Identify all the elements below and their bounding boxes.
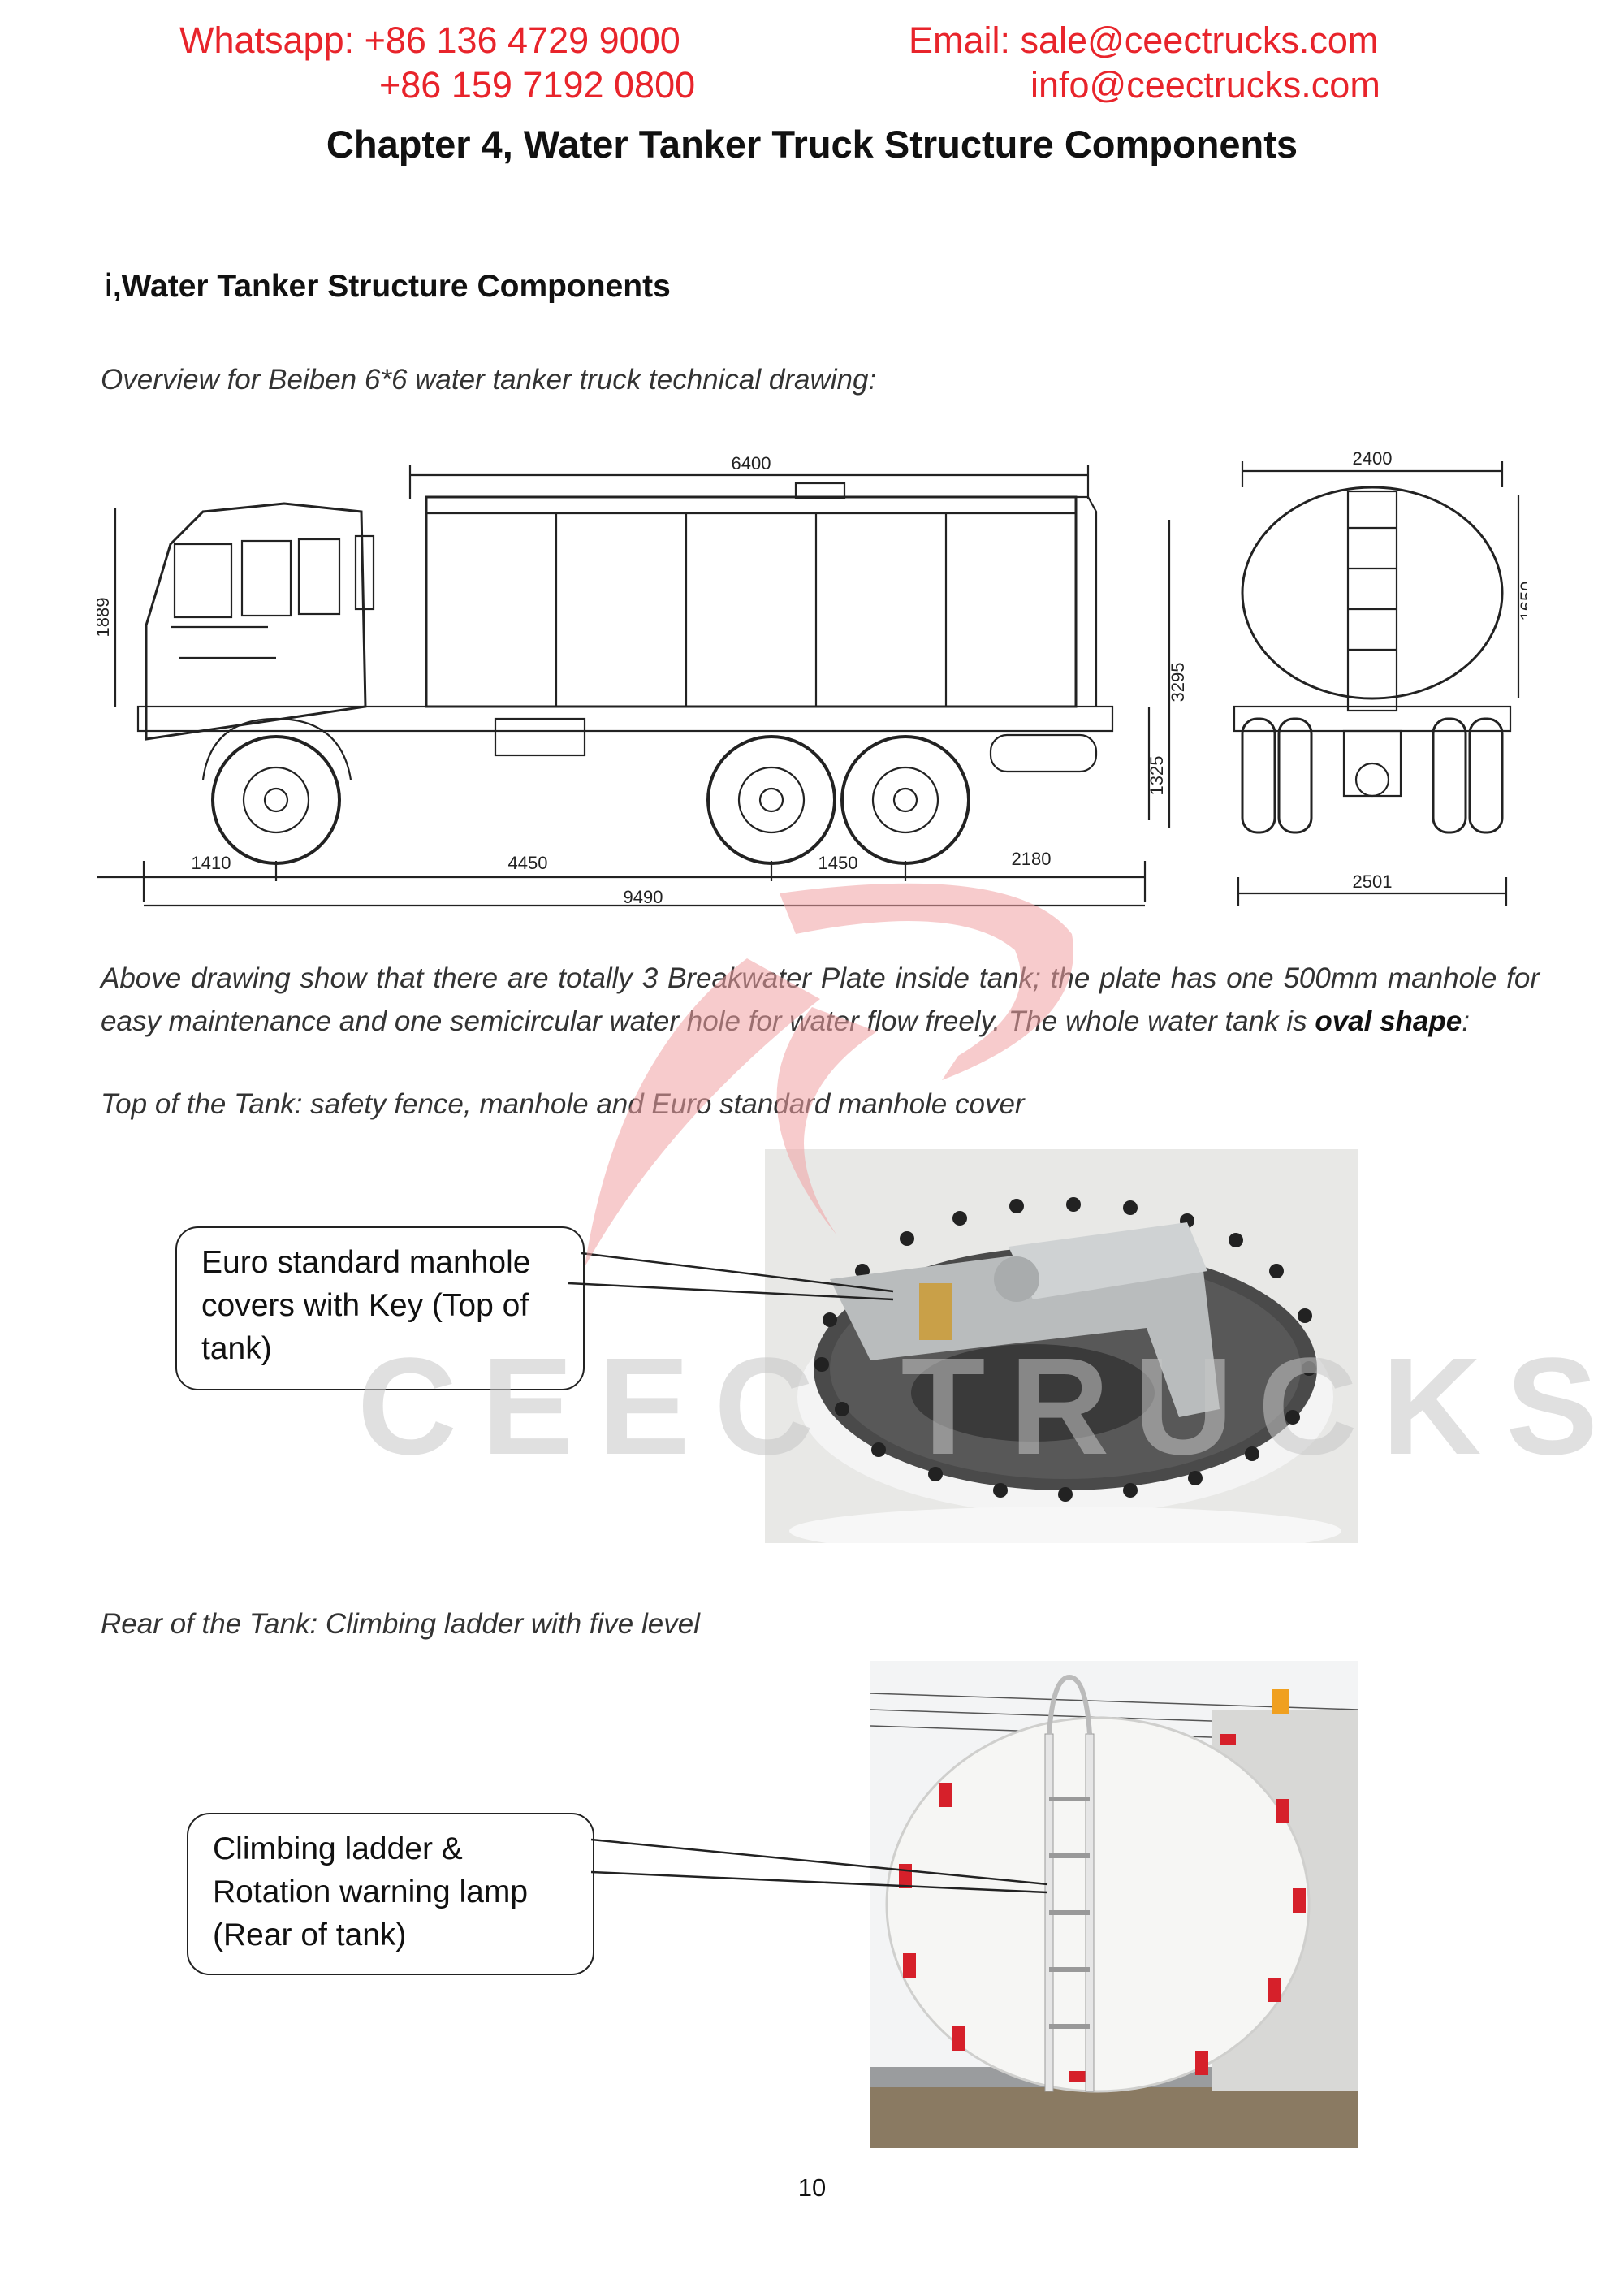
rear-view: 2400 1650 2501	[1233, 448, 1527, 906]
description-bold: oval shape	[1315, 1005, 1462, 1037]
dim-cab-height: 1889	[97, 598, 113, 638]
dim-axle-spacing: 1450	[818, 853, 858, 873]
whatsapp-line-2: +86 159 7192 0800	[379, 64, 696, 106]
ladder-photo	[870, 1661, 1358, 2148]
dim-total-height: 3295	[1168, 663, 1188, 703]
description-tail: :	[1462, 1005, 1470, 1037]
dim-tank-height: 1650	[1517, 582, 1527, 621]
dim-rear-overhang: 2180	[1012, 849, 1052, 869]
technical-drawing: 6400 1889 3295 1325	[97, 448, 1527, 907]
manhole-callout: Euro standard manhole covers with Key (T…	[175, 1226, 585, 1390]
manhole-photo	[765, 1149, 1358, 1543]
email-line-2[interactable]: info@ceectrucks.com	[1030, 64, 1380, 106]
email-line-1[interactable]: Email: sale@ceectrucks.com	[909, 19, 1379, 61]
dim-tank-length: 6400	[732, 453, 771, 473]
dim-tank-width: 2400	[1353, 448, 1393, 469]
dim-track-width: 2501	[1353, 871, 1393, 892]
dim-front-overhang: 1410	[192, 853, 231, 873]
dim-overall-length: 9490	[624, 887, 663, 907]
overview-caption: Overview for Beiben 6*6 water tanker tru…	[101, 364, 877, 396]
section-numeral: ⅰ	[104, 269, 113, 304]
whatsapp-line-1: Whatsapp: +86 136 4729 9000	[179, 19, 680, 61]
section-heading: ⅰ,Water Tanker Structure Components	[104, 268, 671, 305]
ladder-callout: Climbing ladder & Rotation warning lamp …	[187, 1813, 594, 1975]
page-title: Chapter 4, Water Tanker Truck Structure …	[326, 123, 1298, 166]
page-number: 10	[797, 2173, 827, 2202]
section-heading-text: ,Water Tanker Structure Components	[112, 269, 671, 304]
side-view: 6400 1889 3295 1325	[97, 453, 1188, 907]
rear-caption: Rear of the Tank: Climbing ladder with f…	[101, 1608, 700, 1640]
dim-wheelbase: 4450	[508, 853, 548, 873]
dim-frame-height: 1325	[1147, 756, 1167, 796]
